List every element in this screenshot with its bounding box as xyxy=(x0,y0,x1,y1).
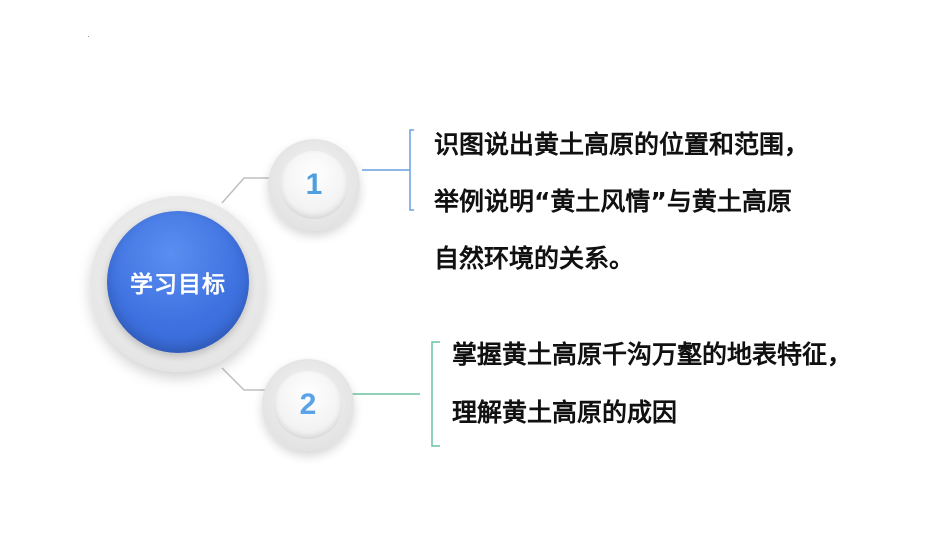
decorative-dot xyxy=(88,36,89,37)
objective-2-number: 2 xyxy=(274,371,342,439)
objective-2-line: 理解黄土高原的成因 xyxy=(452,398,678,427)
objective-1-line: 自然环境的关系。 xyxy=(434,244,635,273)
bracket-1 xyxy=(409,129,414,211)
objective-1-number: 1 xyxy=(280,151,348,219)
bracket-2 xyxy=(431,341,440,447)
connector-center-to-1 xyxy=(221,177,272,204)
objective-2-line: 掌握黄土高原千沟万壑的地表特征， xyxy=(452,340,853,369)
objective-1-text: 识图说出黄土高原的位置和范围， 举例说明“黄土风情”与黄土高原 自然环境的关系。 xyxy=(434,132,809,303)
connector-center-to-2 xyxy=(221,367,268,391)
center-circle: 学习目标 xyxy=(107,211,249,353)
objective-2-text: 掌握黄土高原千沟万壑的地表特征， 理解黄土高原的成因 xyxy=(452,342,852,458)
objective-1-line: 识图说出黄土高原的位置和范围， xyxy=(434,130,810,159)
center-title: 学习目标 xyxy=(130,272,226,298)
objective-1-line: 举例说明“黄土风情”与黄土高原 xyxy=(434,187,792,216)
